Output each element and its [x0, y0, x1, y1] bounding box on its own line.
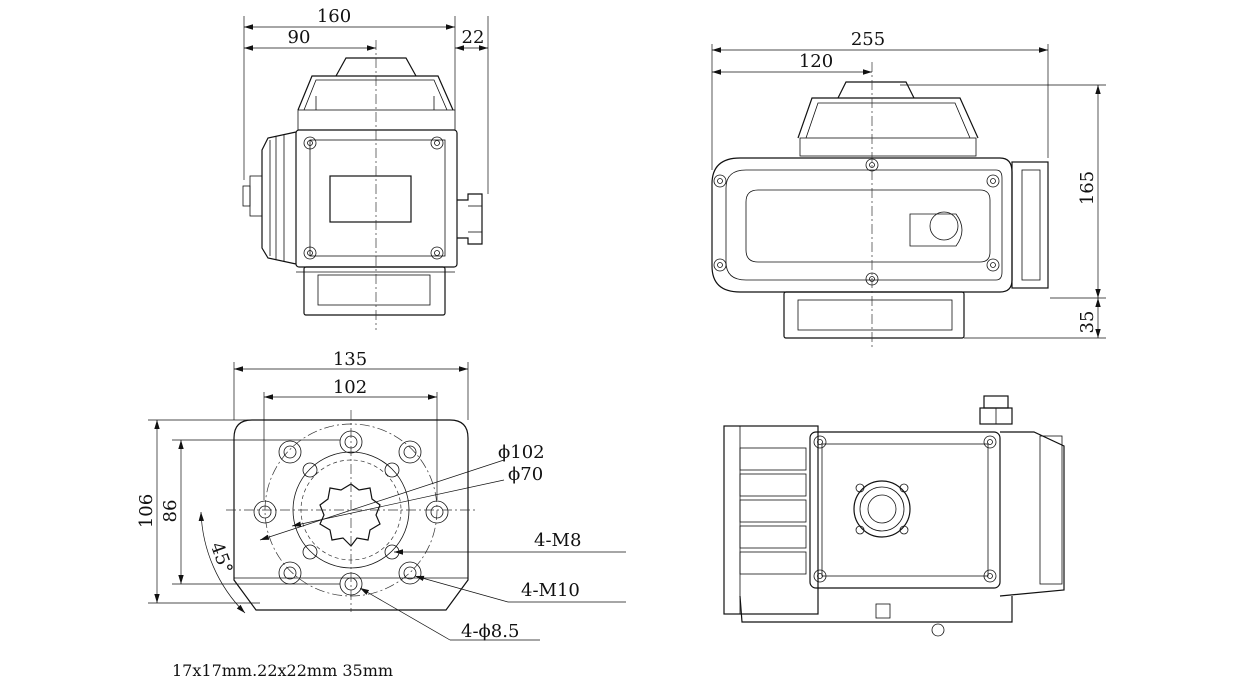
dim-inner-base: 102 — [333, 377, 367, 398]
thread-m10-label: 4-M10 — [521, 580, 580, 601]
dim-height-outer: 106 — [136, 494, 157, 528]
footnote-shaft-sizes: 17x17mm.22x22mm 35mm — [172, 661, 393, 680]
dim-base-front: 35 — [1077, 311, 1098, 334]
angle-label: 45° — [206, 540, 237, 577]
dim-outer-base: 135 — [333, 349, 367, 370]
dim-center-side: 90 — [288, 27, 311, 48]
pcd-outer-label: ϕ102 — [498, 442, 545, 463]
pcd-inner-label: ϕ70 — [508, 464, 543, 485]
base-view: 135 102 106 86 45° ϕ102 ϕ70 4-M8 4-M10 4… — [136, 349, 626, 642]
dim-height-front: 165 — [1077, 171, 1098, 205]
dim-gland-side: 22 — [462, 27, 485, 48]
dim-width-front: 255 — [851, 29, 885, 50]
dim-height-inner: 86 — [160, 500, 181, 523]
dim-center-front: 120 — [799, 51, 833, 72]
thread-m8-label: 4-M8 — [534, 530, 581, 551]
hole-dia-label: 4-ϕ8.5 — [461, 621, 519, 642]
side-view: 160 90 22 — [242, 6, 489, 330]
rear-view — [723, 395, 1065, 637]
dim-width-side: 160 — [317, 6, 351, 27]
front-view: 255 120 165 35 — [711, 29, 1106, 348]
